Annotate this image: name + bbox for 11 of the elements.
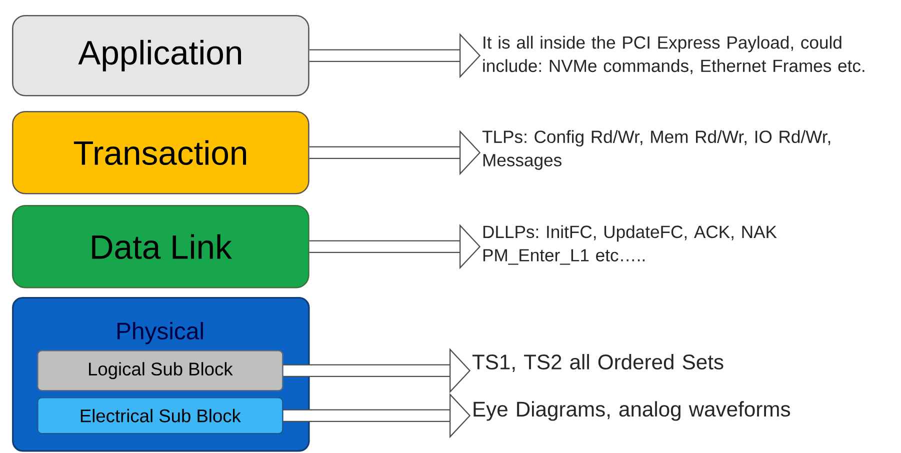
description-text: Eye Diagrams, analog waveforms: [474, 401, 790, 421]
description-text: TLPs: Config Rd/Wr, Mem Rd/Wr, IO Rd/Wr, Messages: [482, 130, 830, 170]
layer-box: Application: [12, 15, 310, 96]
sub-block-box: Logical Sub Block: [37, 350, 284, 392]
layer-label: Physical: [117, 322, 203, 344]
sub-block-box: Electrical Sub Block: [37, 397, 284, 434]
description-text: TS1, TS2 all Ordered Sets: [472, 354, 724, 372]
layer-box: Data Link: [12, 205, 310, 288]
layer-box: Transaction: [12, 111, 310, 194]
description-text: It is all inside the PCI Express Payload, could include: NVMe commands, Ethernet Frames etc.: [483, 36, 864, 74]
description-text: DLLPs: InitFC, UpdateFC, ACK, NAK PM_Enter_L1 etc…..: [483, 225, 777, 265]
